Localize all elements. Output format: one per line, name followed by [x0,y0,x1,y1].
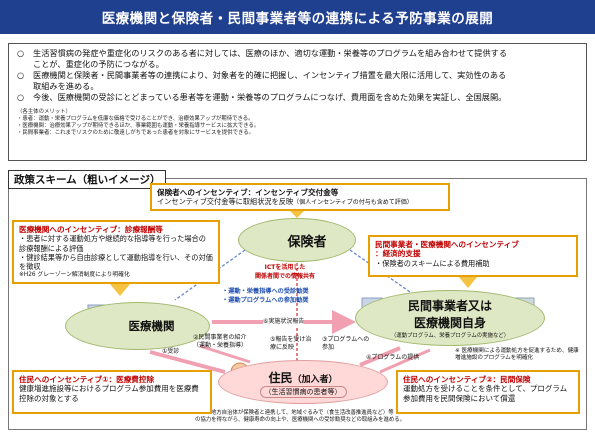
bottom-note-1: ※地方自治体が保険者と連携して、地域ぐるみで（食生活改善推進員など）等 [206,410,394,416]
intro-bullet: ○ 今後、医療機関の受診にとどまっている患者等を運動・栄養等のプログラムにつなげ、… [17,92,578,103]
resident-incentive-1-box: 住民へのインセンティブ①：医療費控除 健康増進施設等におけるプログラム参加費用を… [12,370,212,414]
bullet-line: 医療機関と保険者・民間事業者等の連携により、対象者を的確に把握し、インセンティブ… [33,70,507,80]
medical-incentive-title: 医療機関へのインセンティブ：診療報酬等 [19,225,163,234]
edge-label-5: ⑤報告を受け治療に反映 [270,336,312,351]
note-line: ・民間事業者：これまでリスクのために敬遠しがちであった患者を対象にサービスを提供… [17,130,255,136]
private-label-1: 民間事業者又は [407,299,492,313]
bottom-note-2: の協力を得ながら、健康寿命の向上や、医療機関への受診勧奨などの取組みを進める。 [194,417,406,423]
note-line: （各主体のメリット） [17,109,71,115]
medical-incentive-note: ※H26 グレーゾーン解消制度により明確化 [19,272,130,279]
bullet-mark: ○ [17,48,25,58]
bullet-line: 生活習慣病の発症や重症化のリスクのある者に対しては、医療のほか、適切な運動・栄養… [33,48,508,58]
note-line: ・医療機関：治療効果アップが期待できるほか、事業範囲も運動・栄養指導サービスに拡… [17,123,260,129]
private-sublabel: （運動プログラム、栄養プログラムの実施など） [390,333,510,339]
program-arrow [359,346,401,367]
insurer-medical-arrow [174,249,246,301]
bottom-note: ※地方自治体が保険者と連携して、地域ぐるみで（食生活改善推進員など）等 の協力を… [150,410,450,424]
insurer-label: 保険者 [287,234,327,250]
scheme-title: 政策スキーム（粗いイメージ） [8,170,167,189]
consult-arrow [149,350,226,374]
medical-incentive-line: ・健診結果等から自由診療として運動指導を行い、その対価を徴収 [19,252,213,272]
intro-bullet: ○ 医療機関と保険者・民間事業者等の連携により、対象者を的確に把握し、インセンティ… [17,70,578,92]
edge-label-2-line: ②民間事業者の紹介 [193,334,247,341]
edge-label-2: ②民間事業者の紹介 （運動・栄養指導） [193,334,247,349]
intro-bullet: ○ 生活習慣病の発症や重症化のリスクのある者に対しては、医療のほか、適切な運動・栄… [17,48,578,70]
medical-incentive-arrow [110,284,130,296]
resident-incentive-2-title: 住民へのインセンティブ②：民間保険 [403,375,531,384]
resident-sublabel: （加入者） [292,374,338,385]
ict-label: ICTを活用した 関係者間での情報共有 [255,262,315,280]
insurer-incentive-body: インセンティブ交付金等に取組状況を反映 [157,197,294,207]
edge-label-4: ④プログラムの提供 [366,354,420,361]
medical-incentive-line: ・患者に対する運動処方や継続的な指導等を行った場合の診療報酬による評価 [19,234,206,253]
bullet-line: 今後、医療機関の受診にとどまっている患者等を運動・栄養等のプログラムにつなげ、費… [33,92,507,102]
resident-incentive-1-title: 住民へのインセンティブ①：医療費控除 [19,375,155,384]
private-incentive-title: 民間事業者・医療機関へのインセンティブ [375,240,519,249]
ict-label-1: ICTを活用した [264,264,306,271]
resident-incentive-2-body: 運動処方を受けることを条件として、プログラム参加費用を民間保険において償還 [403,384,568,403]
private-incentive-box: 民間事業者・医療機関へのインセンティブ ：経済的支援 ・保険者のスキームによる費… [368,235,578,277]
medical-node: 医療機関 [65,302,210,350]
resident-label: 住民 [268,370,293,385]
scheme-frame [8,178,587,430]
page-title: 医療機関と保険者・民間事業者等の連携による予防事業の展開 [0,0,595,34]
private-incentive-body: ・保険者のスキームによる費用補助 [375,258,490,268]
resident-sublabel-2: （生活習慣病の患者等） [259,385,347,398]
note-line: ・患者：運動・栄養プログラムを低廉な価格で受けることができ、治療効果アップが期待… [17,116,254,122]
bullet-line: 取組みを進める。 [33,81,99,91]
edge-label-1: ①受診 [162,348,180,355]
insurer-incentive-note: （個人インセンティブの付与も含めて評価） [293,199,413,207]
insurer-node: 保険者 [238,218,356,262]
bullet-line: ことが、重症化の予防につながる。 [33,59,164,69]
merit-notes: （各主体のメリット） ・患者：運動・栄養プログラムを低廉な価格で受けることができ… [17,109,578,137]
intro-box: ○ 生活習慣病の発症や重症化のリスクのある者に対しては、医療のほか、適切な運動・栄… [8,43,587,161]
referral-arrow [199,344,251,364]
bullet-mark: ○ [17,92,25,102]
private-node: 民間事業者又は 医療機関自身 （運動プログラム、栄養プログラムの実施など） [355,290,545,346]
edge-label-2-sub: （運動・栄養指導） [193,341,248,349]
medical-label: 医療機関 [128,319,175,333]
resident-node: 住民（加入者） （生活習慣病の患者等） [218,360,388,404]
resident-incentive-2-box: 住民へのインセンティブ②：民間保険 運動処方を受けることを条件として、プログラム… [396,370,580,414]
private-label-2: 医療機関自身 [413,316,486,330]
side-note: ※ 医療機関による運動処方を促進するため、健康増進施設のプログラムを明確化 [455,348,579,361]
edge-label-6: ⑥実施状況報告 [263,318,305,326]
ict-label-2: 関係者間での情報共有 [255,273,316,280]
medical-incentive-box: 医療機関へのインセンティブ：診療報酬等 ・患者に対する運動処方や継続的な指導等を… [12,220,220,284]
notify-label: ・運動・栄養指導への受診勧奨 ・運動プログラムへの参加勧奨 [222,286,309,304]
notify-line-1: ・運動・栄養指導への受診勧奨 [222,288,309,295]
notify-line-2: ・運動プログラムへの参加勧奨 [222,297,309,304]
resident-incentive-1-body: 健康増進施設等におけるプログラム参加費用を医療費控除の対象とする [19,384,199,403]
insurer-incentive-box: 保険者へのインセンティブ：インセンティブ交付金等 インセンティブ交付金等に取組状… [150,183,450,211]
edge-label-3: ③プログラムへの参加 [322,336,370,351]
bullet-mark: ○ [17,70,25,80]
private-incentive-arrow [458,276,478,288]
provide-arrow [379,348,431,374]
private-incentive-subtitle: ：経済的支援 [375,249,421,259]
insurer-incentive-title: 保険者へのインセンティブ：インセンティブ交付金等 [157,188,339,197]
